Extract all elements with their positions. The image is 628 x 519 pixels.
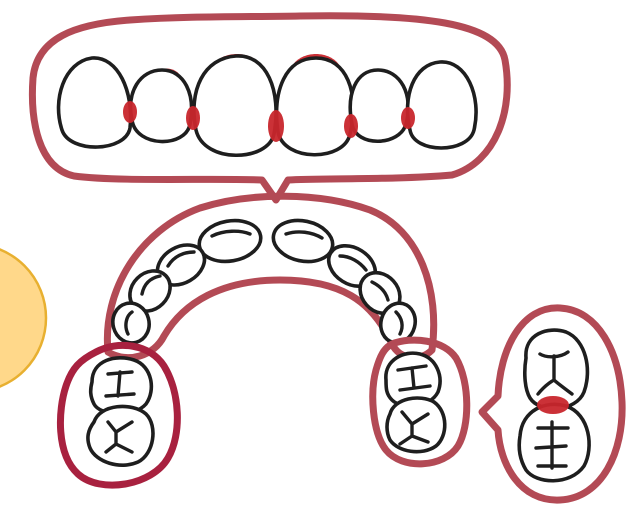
side-molar-lower [519, 404, 589, 480]
right-molar-lower [387, 398, 445, 452]
upper-front-teeth-callout [32, 16, 507, 200]
right-molar-group [373, 340, 467, 464]
upper-tooth-5 [350, 70, 408, 141]
upper-tooth-6 [408, 62, 477, 148]
contact-mark [268, 110, 284, 142]
contact-mark [186, 106, 200, 130]
upper-tooth-1 [59, 58, 131, 147]
side-molar-group [482, 308, 622, 500]
side-molar-contact-mark [537, 396, 569, 414]
left-molar-lower [88, 406, 153, 465]
left-molar-group [60, 345, 177, 485]
upper-tooth-2 [131, 70, 192, 142]
upper-tooth-3 [194, 56, 276, 155]
arch-tooth [269, 215, 336, 267]
upper-tooth-4 [277, 58, 354, 155]
contact-mark [123, 101, 137, 123]
contact-mark [401, 107, 415, 129]
contact-mark [344, 114, 358, 138]
yellow-circle-badge [0, 244, 46, 392]
